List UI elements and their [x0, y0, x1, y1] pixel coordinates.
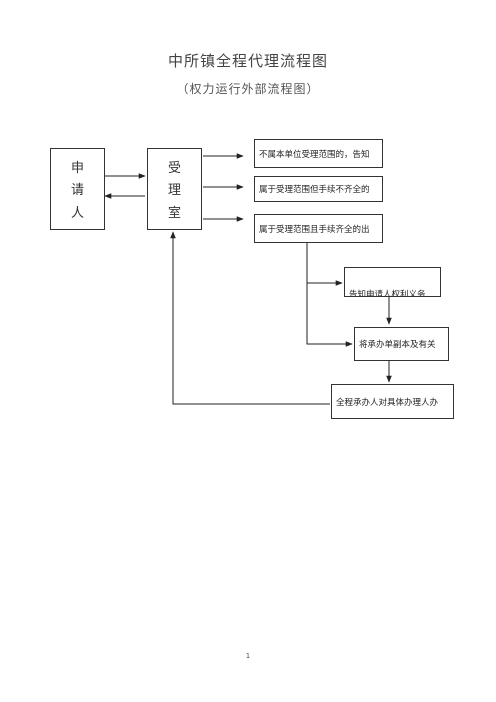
box-complete: 属于受理范围且手续齐全的出	[254, 214, 383, 243]
page-subtitle: （权力运行外部流程图）	[176, 82, 320, 96]
connector-feedback-loop	[170, 231, 330, 405]
page-title: 中所镇全程代理流程图	[167, 52, 328, 70]
applicant-char-2: 请	[70, 183, 84, 199]
page-number: 1	[245, 652, 251, 660]
reception-char-3: 室	[167, 206, 181, 222]
connector-branch	[306, 243, 343, 286]
applicant-box: 申 请 人	[50, 148, 105, 230]
box-incomplete: 属于受理范围但手续不齐全的	[254, 176, 383, 202]
box-submit: 将承办单副本及有关	[354, 327, 449, 361]
applicant-char-3: 人	[70, 206, 84, 222]
reception-box: 受 理 室	[147, 148, 202, 230]
box-handler: 全程承办人对具体办理人办	[331, 384, 454, 419]
reception-char-2: 理	[167, 183, 181, 199]
connector-branch-lower	[306, 283, 353, 347]
applicant-char-1: 申	[70, 160, 84, 176]
box-not-in-scope: 不属本单位受理范围的，告知	[254, 139, 383, 168]
box-notify: 告知申请人权利义务	[344, 267, 441, 297]
reception-char-1: 受	[167, 160, 181, 176]
